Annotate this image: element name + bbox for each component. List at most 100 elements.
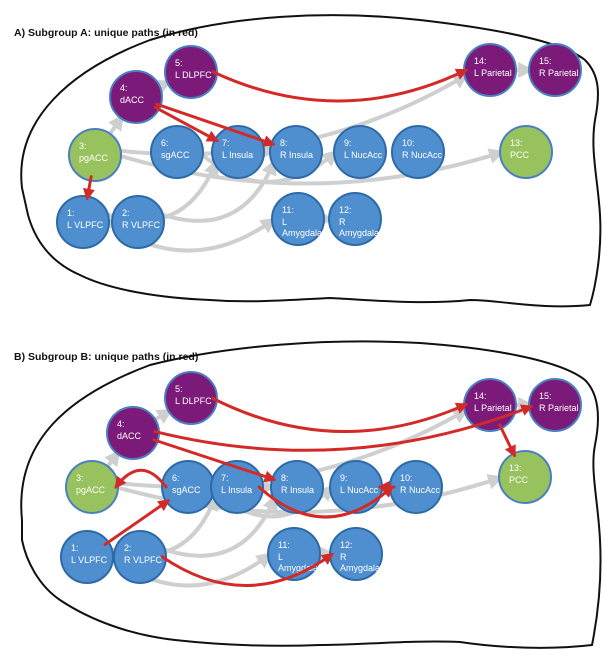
node-name-label: L Insula <box>222 150 253 160</box>
node-id-label: 2: <box>122 208 130 218</box>
node-id-label: 3: <box>79 141 87 151</box>
panel-b-title: B) Subgroup B: unique paths (in red) <box>14 351 199 363</box>
node-a-1: 1:L VLPFC <box>56 195 110 249</box>
node-name-label: pgACC <box>76 485 106 495</box>
unique-path-b-7-10 <box>257 485 394 519</box>
node-id-label: 9: <box>344 138 352 148</box>
unique-path-b-5-14 <box>211 397 469 434</box>
node-id-label: 8: <box>280 138 288 148</box>
node-circle <box>68 128 122 182</box>
node-id-label: 13: <box>510 138 523 148</box>
node-circle <box>56 195 110 249</box>
node-name-label: sgACC <box>161 150 190 160</box>
node-id-label: 6: <box>161 138 169 148</box>
unique-path-a-5-14 <box>211 68 469 103</box>
node-circle <box>333 125 387 179</box>
shared-path-b-2-8 <box>158 493 278 558</box>
node-id-label: 3: <box>76 473 84 483</box>
node-name-label: dACC <box>117 431 142 441</box>
node-a-4: 4: dACC <box>109 70 163 124</box>
node-circle <box>164 45 218 99</box>
node-name-label: R NucAcc <box>402 150 443 160</box>
node-b-1: 1:L VLPFC <box>60 530 114 584</box>
node-circle <box>528 43 582 97</box>
node-id-label: 12: <box>340 540 353 550</box>
node-id-label: 10: <box>402 138 415 148</box>
unique-path-b-6-3 <box>114 468 168 489</box>
node-b-4: 4: dACC <box>106 406 160 460</box>
node-circle <box>267 527 321 581</box>
node-id-label: 11: <box>282 205 294 215</box>
node-id-label: 12: <box>339 205 352 215</box>
node-name-label: L NucAcc <box>340 485 379 495</box>
node-id-label: 9: <box>340 473 348 483</box>
node-name-label: dACC <box>120 95 145 105</box>
node-a-13: 13: PCC <box>499 125 553 179</box>
node-circle <box>113 530 167 584</box>
brain-outline-b <box>20 340 602 649</box>
node-id-label: 15: <box>539 56 552 66</box>
node-a-2: 2:R VLPFC <box>111 195 165 249</box>
node-circle <box>391 125 445 179</box>
unique-path-a-4-8 <box>155 102 276 147</box>
node-id-label: 10: <box>400 473 413 483</box>
node-circle <box>328 192 382 246</box>
node-a-5: 5: L DLPFC <box>164 45 218 99</box>
node-circle <box>111 195 165 249</box>
panel-a-title: A) Subgroup A: unique paths (in red) <box>14 27 198 39</box>
node-id-label: 4: <box>120 83 128 93</box>
node-name-label: L DLPFC <box>175 396 212 406</box>
node-id-label: 1: <box>67 208 75 218</box>
node-id-label: 7: <box>222 138 230 148</box>
node-a-7: 7: L Insula <box>211 125 265 179</box>
node-b-8: 8:R Insula <box>270 460 324 514</box>
node-id-label: 5: <box>175 58 183 68</box>
node-id-label: 4: <box>117 419 125 429</box>
node-name-label: sgACC <box>172 485 201 495</box>
node-b-9: 9: L NucAcc <box>329 460 383 514</box>
node-name-label: pgACC <box>79 153 109 163</box>
node-id-label: 2: <box>124 543 132 553</box>
node-b-7: 7: L Insula <box>210 460 264 514</box>
node-b-5: 5:L DLPFC <box>164 371 218 425</box>
node-id-label: 14: <box>474 391 487 401</box>
node-name-label: L Parietal <box>474 68 512 78</box>
node-circle <box>269 125 323 179</box>
node-name-label: L Parietal <box>474 403 512 413</box>
node-name-label: R VLPFC <box>124 555 163 565</box>
node-name-label: L VLPFC <box>71 555 108 565</box>
node-name-label: R Parietal <box>539 403 579 413</box>
unique-path-b-4-15 <box>153 404 534 452</box>
node-name-label: PCC <box>510 150 530 160</box>
unique-path-b-2-12 <box>160 552 334 588</box>
node-id-label: 11: <box>278 540 290 550</box>
node-b-14: 14: L Parietal <box>463 378 517 432</box>
node-b-10: 10:R NucAcc <box>389 460 443 514</box>
node-circle <box>499 125 553 179</box>
node-b-2: 2: R VLPFC <box>113 530 167 584</box>
node-circle <box>109 70 163 124</box>
node-circle <box>211 125 265 179</box>
brain-outline-a <box>20 14 602 308</box>
node-id-label: 7: <box>221 473 229 483</box>
node-b-15: 15:R Parietal <box>528 378 582 432</box>
node-a-9: 9: L NucAcc <box>333 125 387 179</box>
node-b-13: 13:PCC <box>498 450 552 504</box>
node-name-label: R Insula <box>281 485 314 495</box>
node-name-label: L Insula <box>221 485 252 495</box>
unique-path-a-4-7 <box>153 105 219 143</box>
node-b-6: 6:sgACC <box>161 460 215 514</box>
node-a-14: 14:L Parietal <box>463 43 517 97</box>
shared-path-a-2-8 <box>156 158 277 223</box>
node-name-label: L DLPFC <box>175 70 212 80</box>
node-name-label: L NucAcc <box>344 150 383 160</box>
